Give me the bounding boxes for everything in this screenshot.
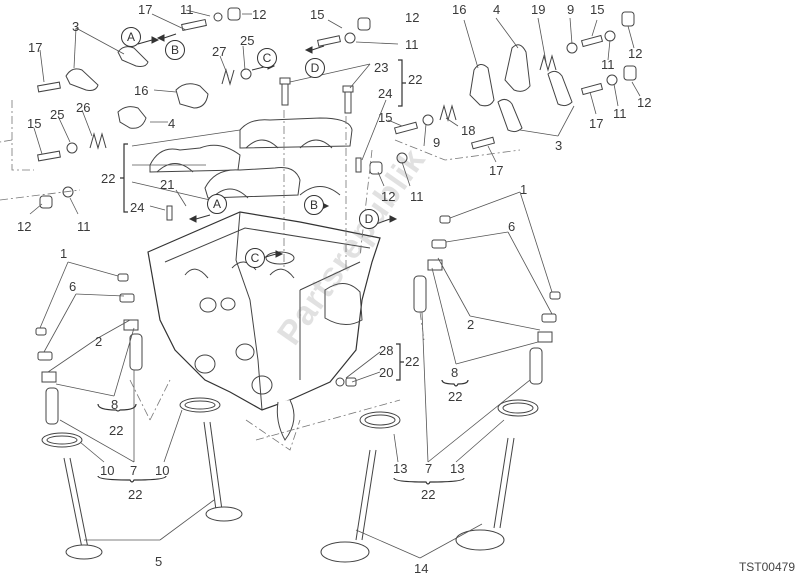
- callout-13[interactable]: 13: [393, 461, 408, 476]
- callout-28[interactable]: 28: [379, 343, 394, 358]
- callout-22[interactable]: 22: [448, 389, 463, 404]
- callout-9[interactable]: 9: [433, 135, 441, 150]
- callout-1[interactable]: 1: [60, 246, 68, 261]
- callout-4[interactable]: 4: [168, 116, 176, 131]
- callout-3[interactable]: 3: [72, 19, 80, 34]
- callout-17[interactable]: 17: [589, 116, 604, 131]
- direction-marker-d-top: D: [305, 58, 325, 78]
- callout-12[interactable]: 12: [381, 189, 396, 204]
- callout-16[interactable]: 16: [134, 83, 149, 98]
- callout-4[interactable]: 4: [493, 2, 501, 17]
- callout-15[interactable]: 15: [590, 2, 605, 17]
- callout-8[interactable]: 8: [451, 365, 459, 380]
- callout-15[interactable]: 15: [310, 7, 325, 22]
- callout-5[interactable]: 5: [155, 554, 163, 569]
- callout-12[interactable]: 12: [252, 7, 267, 22]
- callout-16[interactable]: 16: [452, 2, 467, 17]
- callout-19[interactable]: 19: [531, 2, 546, 17]
- callout-7[interactable]: 7: [130, 463, 138, 478]
- valve-train-left[interactable]: [35, 273, 243, 560]
- callout-11[interactable]: 11: [405, 37, 419, 52]
- callout-25[interactable]: 25: [50, 107, 65, 122]
- callout-13[interactable]: 13: [450, 461, 465, 476]
- direction-marker-c-top: C: [257, 48, 277, 68]
- callout-11[interactable]: 11: [180, 2, 194, 17]
- callout-15[interactable]: 15: [27, 116, 42, 131]
- leader-lines: [29, 9, 641, 559]
- callout-24[interactable]: 24: [378, 86, 393, 101]
- callout-11[interactable]: 11: [77, 219, 91, 234]
- callout-12[interactable]: 12: [637, 95, 652, 110]
- direction-marker-b-top: B: [165, 40, 185, 60]
- callout-2[interactable]: 2: [95, 334, 103, 349]
- direction-marker-b-head: B: [304, 195, 324, 215]
- callout-24[interactable]: 24: [130, 200, 145, 215]
- callout-22[interactable]: 22: [408, 72, 423, 87]
- reference-code: TST00479: [738, 560, 795, 574]
- rocker-group-left[interactable]: [37, 7, 252, 209]
- callout-22[interactable]: 22: [109, 423, 124, 438]
- callout-21[interactable]: 21: [160, 177, 175, 192]
- callout-17[interactable]: 17: [489, 163, 504, 178]
- callout-6[interactable]: 6: [69, 279, 77, 294]
- callout-10[interactable]: 10: [155, 463, 170, 478]
- callout-22[interactable]: 22: [421, 487, 436, 502]
- callout-11[interactable]: 11: [601, 57, 615, 72]
- callout-14[interactable]: 14: [414, 561, 429, 576]
- callout-12[interactable]: 12: [17, 219, 32, 234]
- callout-23[interactable]: 23: [374, 60, 389, 75]
- direction-marker-c-head: C: [245, 248, 265, 268]
- callout-6[interactable]: 6: [508, 219, 516, 234]
- callout-22[interactable]: 22: [128, 487, 143, 502]
- callout-22[interactable]: 22: [405, 354, 420, 369]
- callout-15[interactable]: 15: [378, 110, 393, 125]
- callout-25[interactable]: 25: [240, 33, 255, 48]
- direction-marker-d-head: D: [359, 209, 379, 229]
- cylinder-head[interactable]: [147, 211, 381, 441]
- callout-17[interactable]: 17: [138, 2, 153, 17]
- callout-1[interactable]: 1: [520, 182, 528, 197]
- callout-7[interactable]: 7: [425, 461, 433, 476]
- direction-marker-a-top: A: [121, 27, 141, 47]
- direction-marker-a-head: A: [207, 194, 227, 214]
- callout-26[interactable]: 26: [76, 100, 91, 115]
- callout-18[interactable]: 18: [461, 123, 476, 138]
- callout-2[interactable]: 2: [467, 317, 475, 332]
- callout-27[interactable]: 27: [212, 44, 227, 59]
- assembly-lines: [0, 100, 521, 451]
- callout-3[interactable]: 3: [555, 138, 563, 153]
- valve-train-right[interactable]: [320, 215, 561, 563]
- callout-8[interactable]: 8: [111, 397, 119, 412]
- callout-10[interactable]: 10: [100, 463, 115, 478]
- callout-22[interactable]: 22: [101, 171, 116, 186]
- callout-12[interactable]: 12: [628, 46, 643, 61]
- cap-bolts[interactable]: [279, 77, 354, 114]
- callout-20[interactable]: 20: [379, 365, 394, 380]
- callout-11[interactable]: 11: [613, 106, 627, 121]
- group-brackets: [97, 59, 469, 485]
- callout-11[interactable]: 11: [410, 189, 424, 204]
- rocker-group-right[interactable]: [317, 11, 637, 175]
- callout-17[interactable]: 17: [28, 40, 43, 55]
- camshaft-caps[interactable]: [149, 117, 353, 199]
- callout-9[interactable]: 9: [567, 2, 575, 17]
- callout-12[interactable]: 12: [405, 10, 420, 25]
